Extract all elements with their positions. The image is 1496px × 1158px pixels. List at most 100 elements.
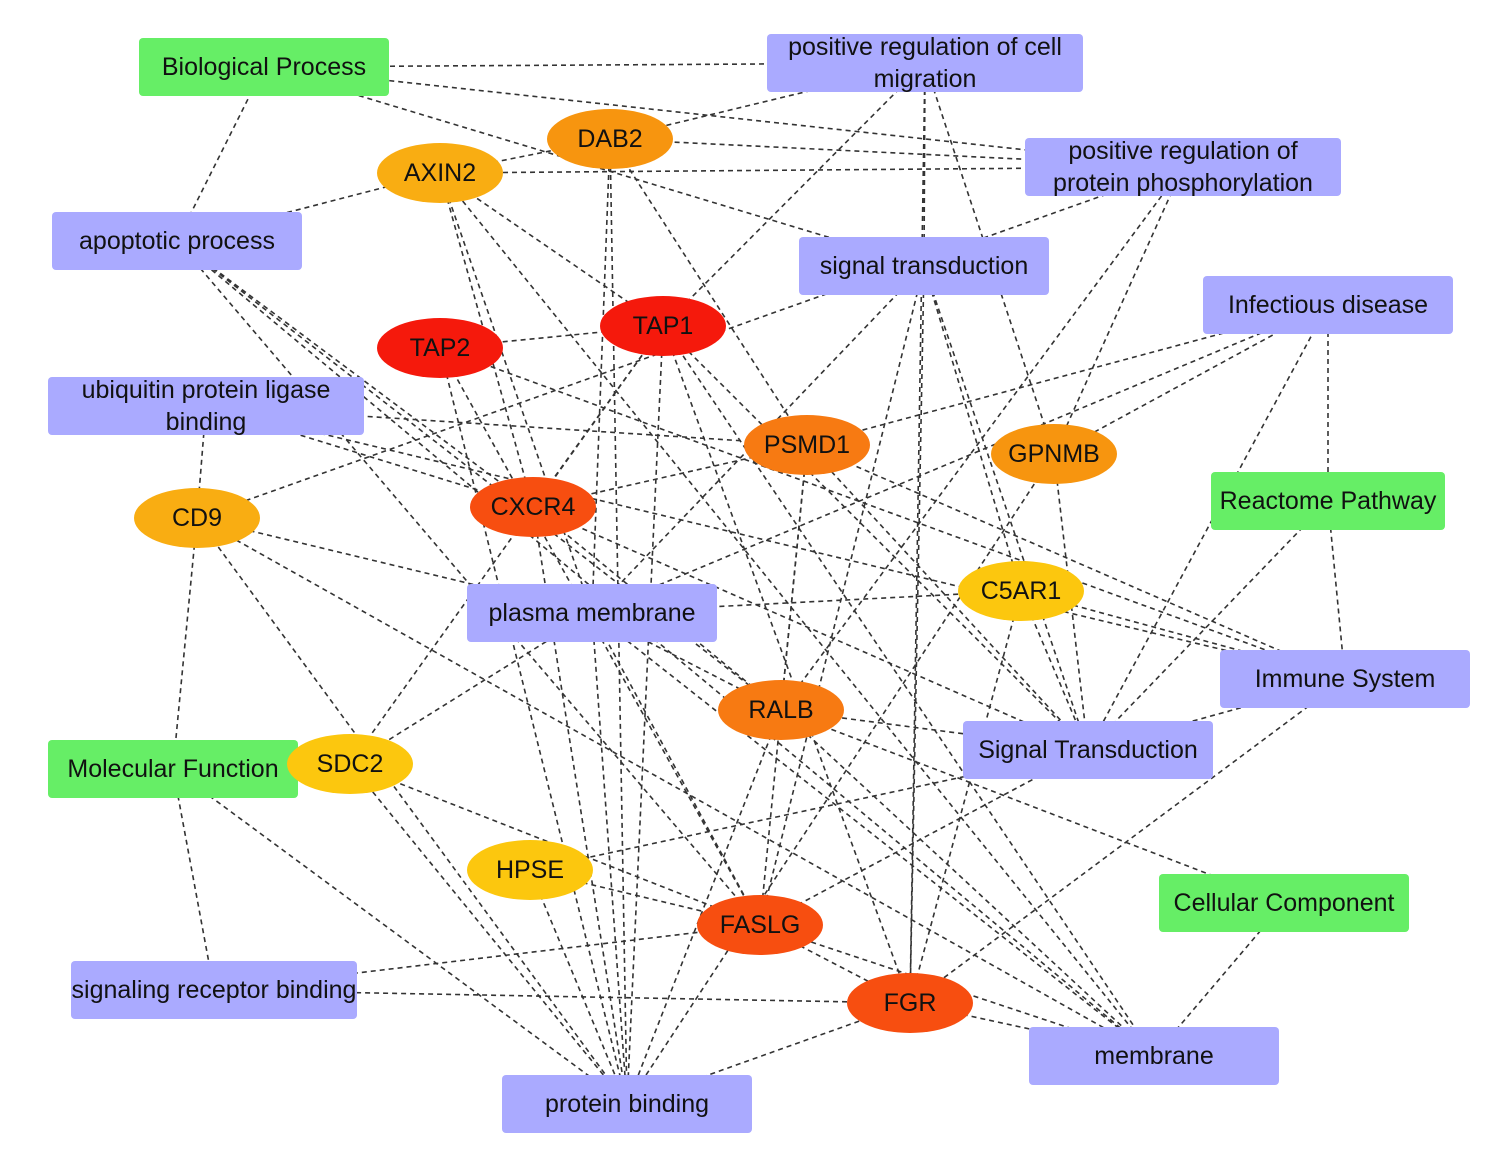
- node-label: migration: [874, 65, 977, 93]
- node-label: CXCR4: [491, 493, 576, 521]
- node-label: Signal Transduction: [978, 736, 1198, 764]
- node-label: membrane: [1094, 1042, 1214, 1070]
- edge-RALB-membrane: [780, 709, 1155, 1057]
- node-label: signal transduction: [820, 252, 1028, 280]
- term-box: [52, 212, 302, 270]
- node-infectious-disease: Infectious disease: [1203, 276, 1453, 334]
- node-label: Biological Process: [162, 53, 366, 81]
- edge-immune_system-FGR: [909, 678, 1346, 1004]
- edge-signal_transduction_bp-FGR: [909, 265, 925, 1004]
- edge-HPSE-protein_binding: [529, 869, 628, 1105]
- gene-ellipse: [991, 424, 1117, 484]
- gene-ellipse: [467, 840, 593, 900]
- node-label: plasma membrane: [488, 599, 695, 627]
- node-layer: Biological Process positive regulation of…: [48, 33, 1470, 1133]
- node-label: TAP2: [410, 334, 471, 362]
- term-box: [502, 1075, 752, 1133]
- gene-ellipse: [600, 296, 726, 356]
- node-cellular-component: Cellular Component: [1159, 874, 1409, 932]
- gene-ellipse: [134, 488, 260, 548]
- node-label: GPNMB: [1008, 440, 1100, 468]
- edge-PSMD1-signal_transduction_rp: [806, 444, 1089, 751]
- node-ubiquitin-binding: ubiquitin protein ligase binding: [48, 376, 364, 436]
- edge-CD9-molecular_function: [172, 517, 198, 770]
- node-label: CD9: [172, 504, 222, 532]
- node-label: FASLG: [720, 911, 801, 939]
- node-label: signaling receptor binding: [72, 976, 357, 1004]
- node-signal-transduction-rp: Signal Transduction: [963, 721, 1213, 779]
- edge-C5AR1-FGR: [909, 590, 1022, 1004]
- edge-plasma_membrane-membrane: [591, 612, 1155, 1057]
- edge-signal_transduction_bp-FASLG: [759, 265, 925, 926]
- term-box: [1025, 138, 1341, 196]
- edge-pos_reg_cell_migration-signal_transduction_bp: [923, 62, 926, 267]
- edge-ubiquitin_binding-immune_system: [205, 405, 1346, 680]
- edge-TAP2-protein_binding: [439, 347, 628, 1105]
- edge-CD9-membrane: [196, 517, 1155, 1057]
- node-apoptotic-process: apoptotic process: [52, 212, 302, 270]
- edge-reactome_pathway-signal_transduction_rp: [1087, 500, 1329, 751]
- node-tap2: TAP2: [377, 318, 503, 378]
- node-label: protein binding: [545, 1090, 709, 1118]
- node-sdc2: SDC2: [287, 734, 413, 794]
- node-label: Reactome Pathway: [1220, 487, 1437, 515]
- node-label: SDC2: [317, 750, 384, 778]
- edge-apoptotic_process-FASLG: [176, 240, 761, 926]
- term-box: [139, 38, 389, 96]
- edge-FASLG-signaling_receptor_binding: [213, 924, 761, 991]
- node-c5ar1: C5AR1: [958, 561, 1084, 621]
- edge-apoptotic_process-membrane: [176, 240, 1155, 1057]
- edge-signal_transduction_bp-plasma_membrane: [591, 265, 925, 614]
- gene-ellipse: [718, 680, 844, 740]
- edge-RALB-protein_binding: [626, 709, 782, 1105]
- edge-infectious_disease-signal_transduction_rp: [1087, 304, 1329, 751]
- node-gpnmb: GPNMB: [991, 424, 1117, 484]
- node-signal-transduction-bp: signal transduction: [799, 237, 1049, 295]
- term-box: [1203, 276, 1453, 334]
- node-label: DAB2: [577, 125, 642, 153]
- edge-pos_reg_protein_phos-AXIN2: [439, 166, 1184, 174]
- edge-plasma_membrane-protein_binding: [591, 612, 628, 1105]
- gene-ellipse: [287, 734, 413, 794]
- node-label: RALB: [748, 696, 813, 724]
- edge-AXIN2-plasma_membrane: [439, 172, 593, 614]
- node-dab2: DAB2: [547, 109, 673, 169]
- gene-ellipse: [958, 561, 1084, 621]
- node-label: ubiquitin protein ligase: [82, 376, 331, 404]
- edge-signal_transduction_bp-C5AR1: [923, 265, 1022, 592]
- gene-ellipse: [470, 477, 596, 537]
- node-biological-process: Biological Process: [139, 38, 389, 96]
- edge-signal_transduction_bp-signal_transduction_rp: [923, 265, 1089, 751]
- node-label: Infectious disease: [1228, 291, 1428, 319]
- edge-CD9-protein_binding: [196, 517, 628, 1105]
- edge-CXCR4-signal_transduction_rp: [532, 506, 1089, 751]
- edge-pos_reg_protein_phos-DAB2: [609, 138, 1184, 168]
- edge-pos_reg_cell_migration-TAP1: [662, 62, 926, 327]
- node-label: PSMD1: [764, 431, 850, 459]
- node-molecular-function: Molecular Function: [48, 740, 298, 798]
- node-protein-binding: protein binding: [502, 1075, 752, 1133]
- node-signaling-receptor-binding: signaling receptor binding: [71, 961, 357, 1019]
- edge-apoptotic_process-RALB: [176, 240, 782, 711]
- edge-pos_reg_protein_phos-GPNMB: [1053, 166, 1184, 455]
- node-plasma-membrane: plasma membrane: [467, 584, 717, 642]
- term-box: [799, 237, 1049, 295]
- edge-cellular_component-membrane: [1153, 902, 1285, 1057]
- term-box: [467, 584, 717, 642]
- node-label: Immune System: [1255, 665, 1436, 693]
- term-box: [963, 721, 1213, 779]
- edge-molecular_function-protein_binding: [172, 768, 628, 1105]
- edge-TAP2-immune_system: [439, 347, 1346, 680]
- node-label: TAP1: [633, 312, 694, 340]
- term-box: [48, 377, 364, 435]
- node-label: protein phosphorylation: [1053, 169, 1313, 197]
- node-fgr: FGR: [847, 973, 973, 1033]
- node-ralb: RALB: [718, 680, 844, 740]
- gene-ellipse: [377, 143, 503, 203]
- edge-PSMD1-RALB: [780, 444, 808, 711]
- gene-ellipse: [847, 973, 973, 1033]
- edge-pos_reg_cell_migration-GPNMB: [924, 62, 1055, 455]
- node-label: binding: [166, 408, 247, 436]
